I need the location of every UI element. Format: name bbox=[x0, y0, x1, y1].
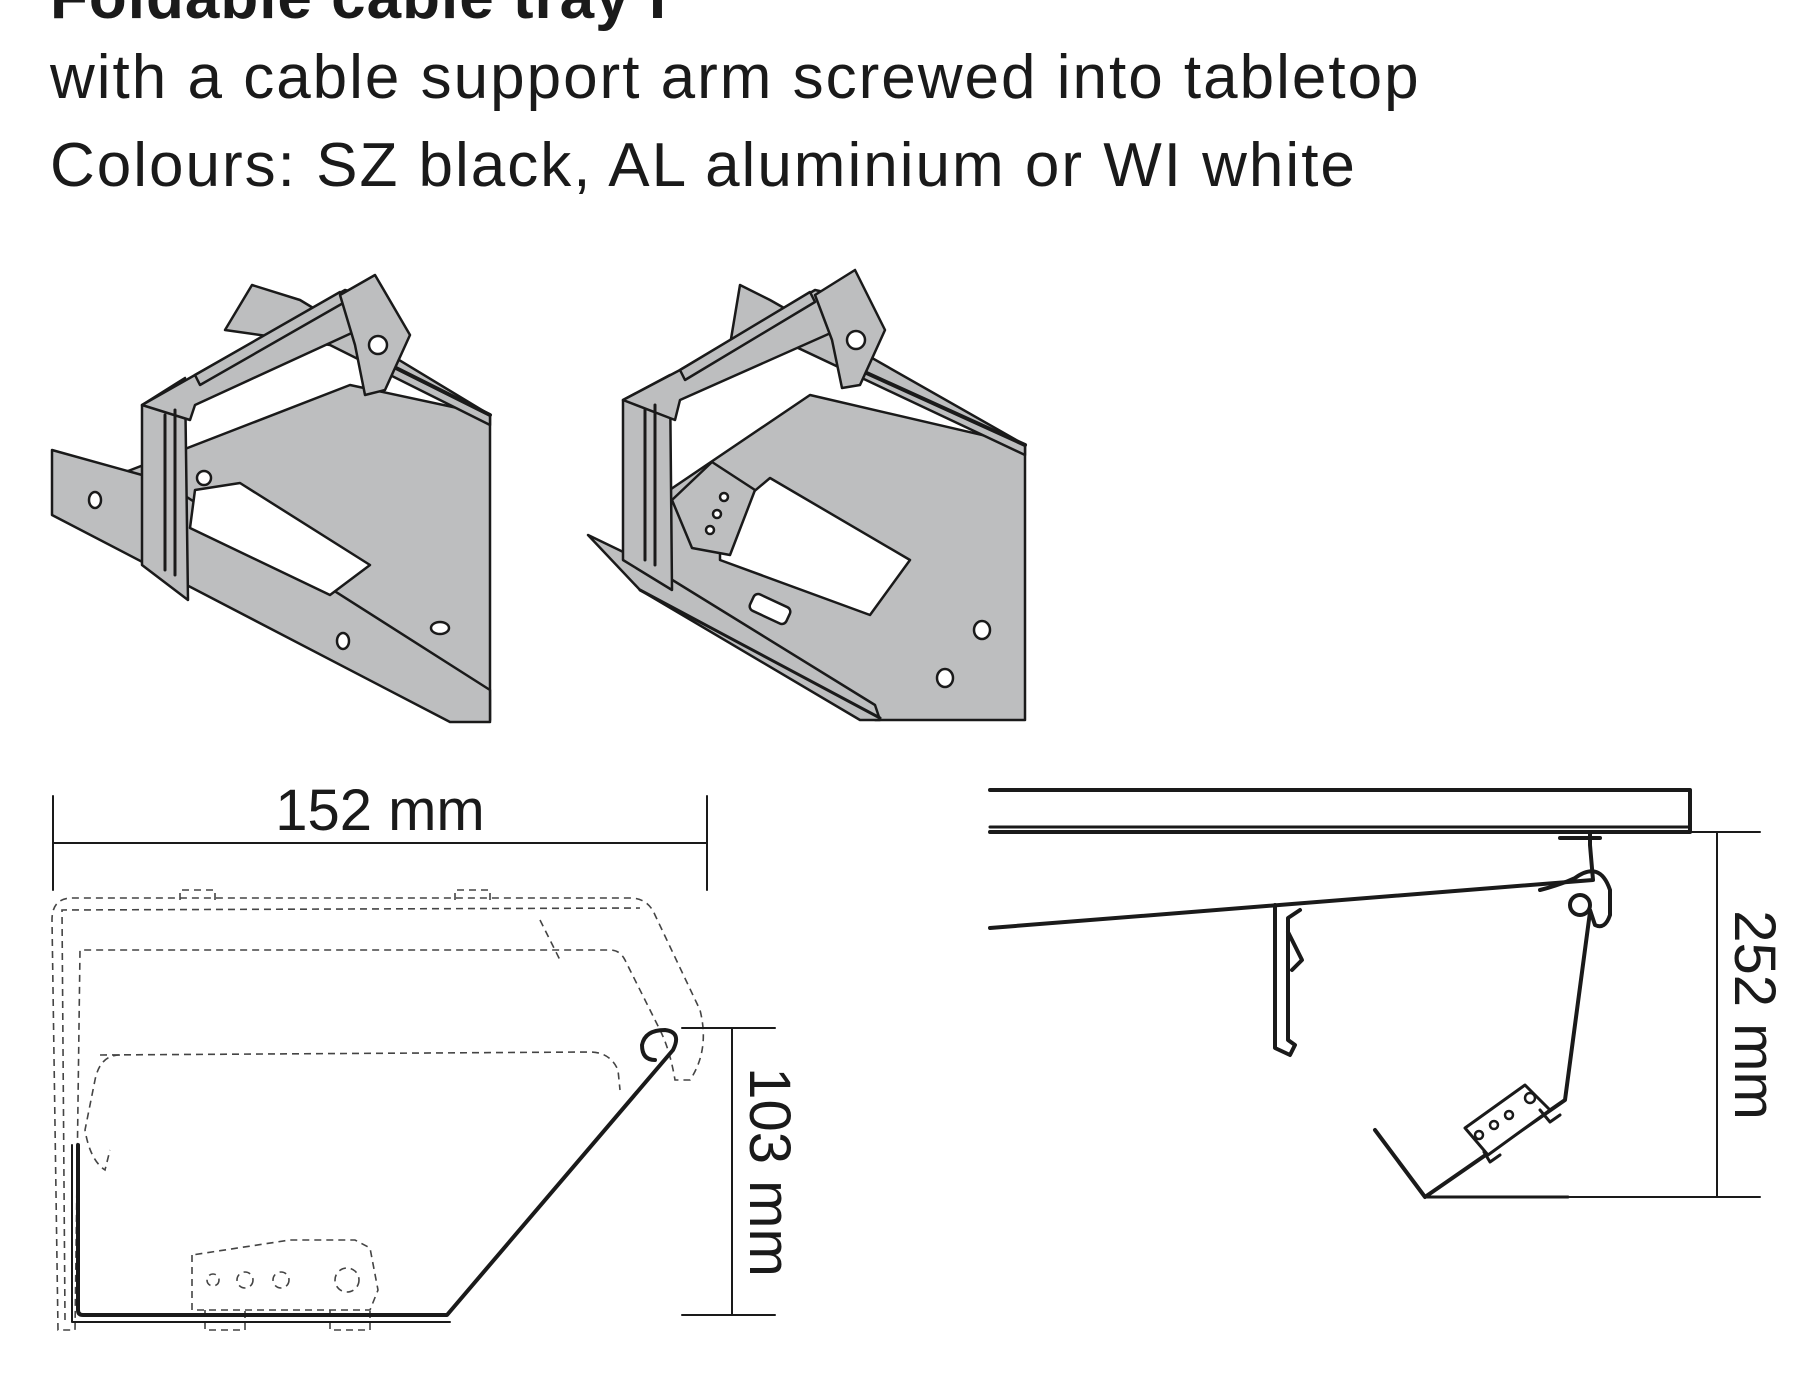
pivot-icon bbox=[195, 469, 213, 487]
support-rod bbox=[378, 358, 492, 417]
bracket-top-ridge-open bbox=[678, 290, 817, 382]
tabletop bbox=[988, 788, 1692, 834]
pivot-clip bbox=[1538, 869, 1612, 929]
mount-hole-icon bbox=[335, 631, 351, 651]
hinge-block-icon bbox=[1463, 1083, 1562, 1164]
tray-profile bbox=[76, 1028, 679, 1317]
hanging-tray bbox=[1373, 910, 1592, 1199]
support-rod-open bbox=[858, 368, 1027, 447]
side-view-tray: 152 mm 103 mm bbox=[51, 778, 802, 1331]
bracket-clip-open bbox=[813, 268, 887, 390]
tray-illustration-closed bbox=[50, 273, 492, 724]
bracket-clip bbox=[338, 273, 412, 397]
colour-options: Colours: SZ black, AL aluminium or WI wh… bbox=[50, 131, 1357, 200]
mount-hole-icon bbox=[972, 619, 992, 641]
mounting-description: with a cable support arm screwed into ta… bbox=[50, 43, 1421, 112]
dimension-width-label: 152 mm bbox=[275, 778, 485, 843]
dimension-total-height-label: 252 mm bbox=[1722, 910, 1787, 1120]
side-view-mounted: 252 mm bbox=[988, 788, 1787, 1199]
tray-slot bbox=[748, 592, 792, 626]
mount-hole-icon bbox=[429, 620, 451, 636]
mount-hole-icon bbox=[935, 667, 955, 689]
dimension-height-label: 103 mm bbox=[737, 1067, 802, 1277]
tray-cutout bbox=[188, 481, 372, 597]
product-title: Foldable cable tray I bbox=[50, 0, 667, 33]
hook-arm bbox=[1273, 903, 1302, 1057]
mount-hole-icon bbox=[87, 490, 103, 510]
hinge-block bbox=[670, 460, 757, 557]
tray-illustration-open bbox=[586, 268, 1027, 722]
